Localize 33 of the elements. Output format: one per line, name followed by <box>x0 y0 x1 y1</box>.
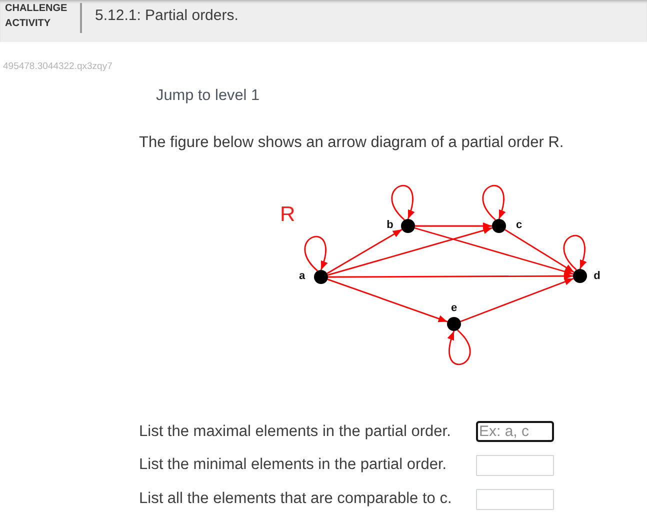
arrow <box>328 272 573 280</box>
vertex-dot <box>314 270 328 284</box>
vertex-dot <box>492 219 506 233</box>
self-loop-arrow <box>391 185 414 220</box>
arrow <box>504 229 574 273</box>
vertex-label: c <box>516 219 522 231</box>
activity-code: 495478.3044322.qx3zqy7 <box>3 61 112 72</box>
vertex-dot <box>573 269 587 283</box>
question-text: List the minimal elements in the partial order. <box>139 456 447 474</box>
activity-title: 5.12.1: Partial orders. <box>95 7 238 25</box>
self-loop-arrow <box>563 235 586 270</box>
question-text: List the maximal elements in the partial order. <box>139 423 451 441</box>
question-text: List all the elements that are comparable to c. <box>139 490 452 508</box>
vertex-label: a <box>298 270 306 282</box>
activity-tag: CHALLENGE ACTIVITY <box>5 1 77 31</box>
arrow <box>414 227 574 275</box>
vertex-label: d <box>594 270 600 282</box>
self-loop-arrow <box>448 330 471 365</box>
self-loop-arrow <box>482 185 506 220</box>
arrow <box>415 222 492 230</box>
instruction-text: The figure below shows an arrow diagram of a partial order R. <box>139 134 564 152</box>
vertex-dot <box>447 317 461 331</box>
vertex-label: b <box>386 219 394 231</box>
arrow <box>328 226 492 276</box>
arrow <box>326 228 402 274</box>
self-loop-arrow <box>304 236 328 272</box>
relation-name: R <box>280 204 296 226</box>
vertex-dot <box>401 219 415 233</box>
jump-to-level-text: Jump to level 1 <box>156 87 260 105</box>
answer-field: Ex: a, c <box>476 421 554 442</box>
arrow <box>460 278 574 322</box>
vertex-label: e <box>450 302 458 314</box>
arrow <box>327 278 448 322</box>
